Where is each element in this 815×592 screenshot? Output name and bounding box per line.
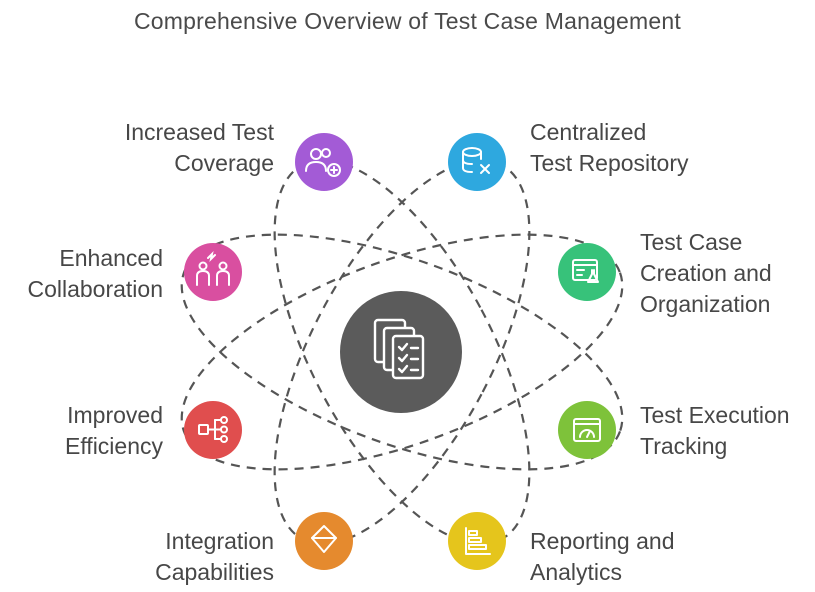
label-efficiency-line-2: Efficiency (64, 433, 163, 459)
node-repository (448, 133, 506, 191)
orbit-ellipse-horizontal-a (180, 233, 624, 471)
label-coverage-line-1: Increased Test (124, 119, 274, 145)
label-creation-line-3: Organization (640, 291, 771, 317)
node-creation-circle (558, 243, 616, 301)
node-repository-circle (448, 133, 506, 191)
node-reporting (448, 512, 506, 570)
checklist-documents-icon (373, 318, 425, 380)
label-reporting-line-1: Reporting and (530, 528, 675, 554)
diagram-title: Comprehensive Overview of Test Case Mana… (134, 8, 681, 34)
label-reporting: Reporting and Analytics (530, 526, 675, 588)
label-integration-line-2: Capabilities (155, 559, 274, 585)
label-coverage: Increased Test Coverage (125, 117, 274, 179)
label-repository: Centralized Test Repository (530, 117, 689, 179)
bar-report-icon (465, 527, 491, 555)
label-repository-line-1: Centralized (530, 119, 647, 145)
node-coverage (295, 133, 353, 191)
center-node (340, 291, 462, 413)
label-repository-line-2: Test Repository (530, 150, 689, 176)
label-creation: Test Case Creation and Organization (640, 227, 772, 320)
label-execution: Test Execution Tracking (640, 400, 790, 462)
orbit-ellipse-horizontal-b (180, 233, 624, 471)
node-collaboration-circle (184, 243, 242, 301)
people-exchange-icon (196, 250, 230, 286)
window-flask-icon (572, 259, 599, 283)
label-integration: Integration Capabilities (155, 526, 274, 588)
browser-gauge-icon (573, 418, 601, 442)
label-execution-line-1: Test Execution (640, 402, 790, 428)
label-integration-line-1: Integration (165, 528, 274, 554)
label-efficiency-line-1: Improved (67, 402, 163, 428)
label-coverage-line-2: Coverage (174, 150, 274, 176)
flow-diagram-icon (198, 416, 228, 443)
label-efficiency: Improved Efficiency (65, 400, 163, 462)
node-coverage-circle (295, 133, 353, 191)
label-collaboration: Enhanced Collaboration (27, 243, 163, 305)
node-efficiency (184, 401, 242, 459)
node-collaboration (184, 243, 242, 301)
label-reporting-line-2: Analytics (530, 559, 623, 585)
funnel-icon (311, 525, 337, 553)
node-creation (558, 243, 616, 301)
node-execution (558, 401, 616, 459)
label-execution-line-2: Tracking (640, 433, 728, 459)
label-collaboration-line-2: Collaboration (27, 276, 163, 302)
label-creation-line-1: Test Case (640, 229, 743, 255)
node-integration-circle (295, 512, 353, 570)
label-collaboration-line-1: Enhanced (59, 245, 163, 271)
database-x-icon (462, 147, 490, 174)
node-integration (295, 512, 353, 570)
label-creation-line-2: Creation and (640, 260, 772, 286)
users-plus-icon (305, 148, 341, 177)
